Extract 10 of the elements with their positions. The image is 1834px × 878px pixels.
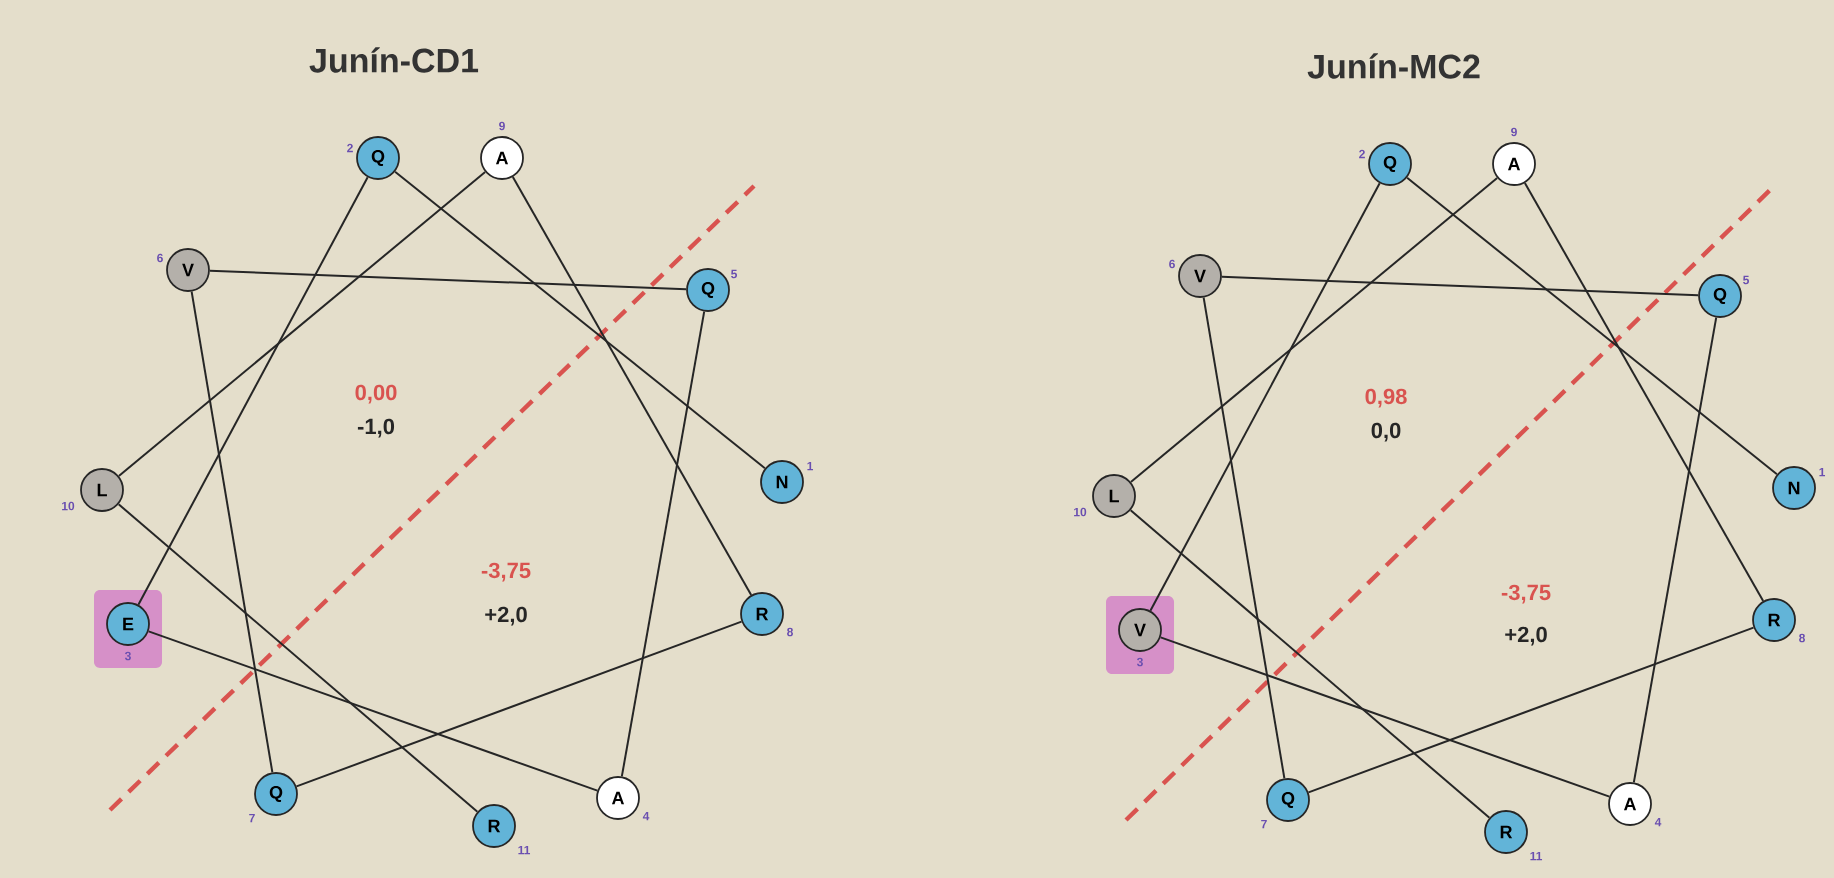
- value-label: -1,0: [357, 418, 395, 438]
- wheel-title: Junín-MC2: [1307, 53, 1480, 79]
- value-label: +2,0: [485, 606, 527, 626]
- value-label: +2,0: [1505, 626, 1547, 646]
- wheel-title: Junín-CD1: [309, 47, 479, 73]
- value-label: 0,98: [1365, 388, 1407, 408]
- value-label: 0,00: [355, 384, 397, 404]
- value-label: 0,0: [1371, 422, 1401, 442]
- value-label: -3,75: [1501, 584, 1551, 604]
- value-label: -3,75: [481, 562, 531, 582]
